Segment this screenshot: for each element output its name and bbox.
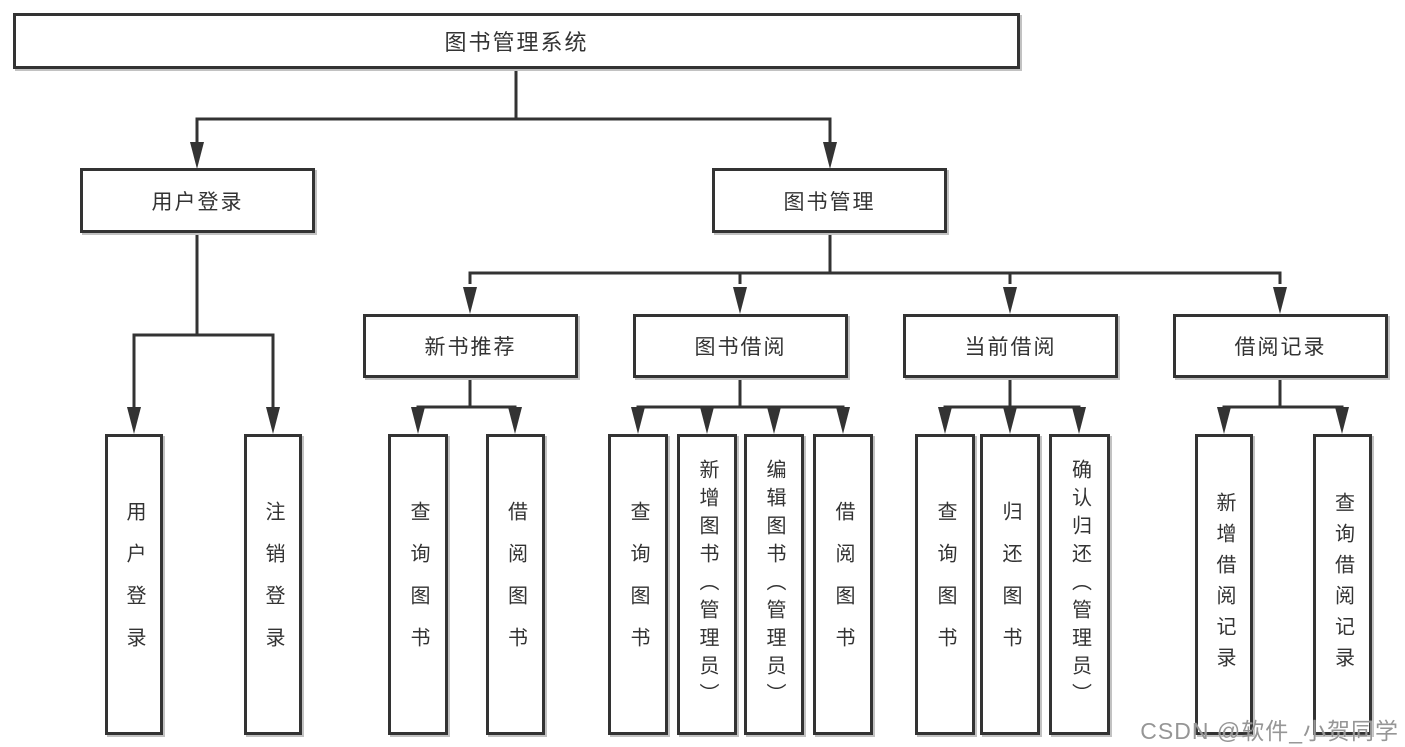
leaf-query-borrow-record-label: 查询借阅记录 bbox=[1331, 491, 1354, 678]
leaf-query-books-current-label: 查询图书 bbox=[934, 500, 956, 669]
leaf-add-books-admin: 新增图书（管理员） bbox=[677, 434, 737, 735]
leaf-query-books-recommend-label: 查询图书 bbox=[407, 500, 429, 669]
book-management-branch-label: 图书管理 bbox=[783, 190, 876, 214]
book-borrow-label: 图书借阅 bbox=[694, 336, 787, 359]
leaf-query-books-current: 查询图书 bbox=[915, 434, 975, 735]
root-node-library-management-system: 图书管理系统 bbox=[13, 13, 1020, 69]
arrowheads bbox=[127, 142, 1349, 434]
leaf-borrow-books-label: 借阅图书 bbox=[832, 500, 854, 669]
book-management-branch-node: 图书管理 bbox=[712, 168, 947, 233]
new-book-recommend-label: 新书推荐 bbox=[424, 336, 517, 359]
borrow-record-label: 借阅记录 bbox=[1234, 336, 1327, 359]
leaf-confirm-return-admin: 确认归还（管理员） bbox=[1049, 434, 1110, 735]
leaf-query-borrow-record: 查询借阅记录 bbox=[1313, 434, 1372, 735]
leaf-user-login: 用户登录 bbox=[105, 434, 163, 735]
leaf-query-books-borrow: 查询图书 bbox=[608, 434, 668, 735]
user-login-branch-node: 用户登录 bbox=[80, 168, 315, 233]
current-borrow-label: 当前借阅 bbox=[964, 336, 1057, 359]
leaf-borrow-books-recommend: 借阅图书 bbox=[486, 434, 545, 735]
borrow-record-node: 借阅记录 bbox=[1173, 314, 1388, 378]
current-borrow-node: 当前借阅 bbox=[903, 314, 1118, 378]
leaf-return-books-label: 归还图书 bbox=[999, 500, 1021, 669]
user-login-branch-label: 用户登录 bbox=[151, 190, 244, 214]
leaf-user-login-label: 用户登录 bbox=[123, 500, 145, 669]
leaf-add-borrow-record-label: 新增借阅记录 bbox=[1213, 491, 1235, 678]
csdn-watermark: CSDN @软件_小贺同学 bbox=[1140, 718, 1399, 744]
book-borrow-node: 图书借阅 bbox=[633, 314, 848, 378]
new-book-recommend-node: 新书推荐 bbox=[363, 314, 578, 378]
leaf-borrow-books-recommend-label: 借阅图书 bbox=[504, 500, 527, 669]
leaf-query-books-recommend: 查询图书 bbox=[388, 434, 448, 735]
leaf-confirm-return-admin-label: 确认归还（管理员） bbox=[1068, 458, 1091, 711]
leaf-add-borrow-record: 新增借阅记录 bbox=[1195, 434, 1253, 735]
leaf-edit-books-admin: 编辑图书（管理员） bbox=[744, 434, 804, 735]
leaf-logout-login: 注销登录 bbox=[244, 434, 302, 735]
root-node-label: 图书管理系统 bbox=[444, 30, 589, 55]
leaf-query-books-borrow-label: 查询图书 bbox=[627, 500, 649, 669]
leaf-return-books: 归还图书 bbox=[980, 434, 1040, 735]
leaf-add-books-admin-label: 新增图书（管理员） bbox=[696, 458, 718, 711]
leaf-edit-books-admin-label: 编辑图书（管理员） bbox=[763, 458, 785, 711]
leaf-borrow-books: 借阅图书 bbox=[813, 434, 873, 735]
leaf-logout-login-label: 注销登录 bbox=[262, 500, 284, 669]
